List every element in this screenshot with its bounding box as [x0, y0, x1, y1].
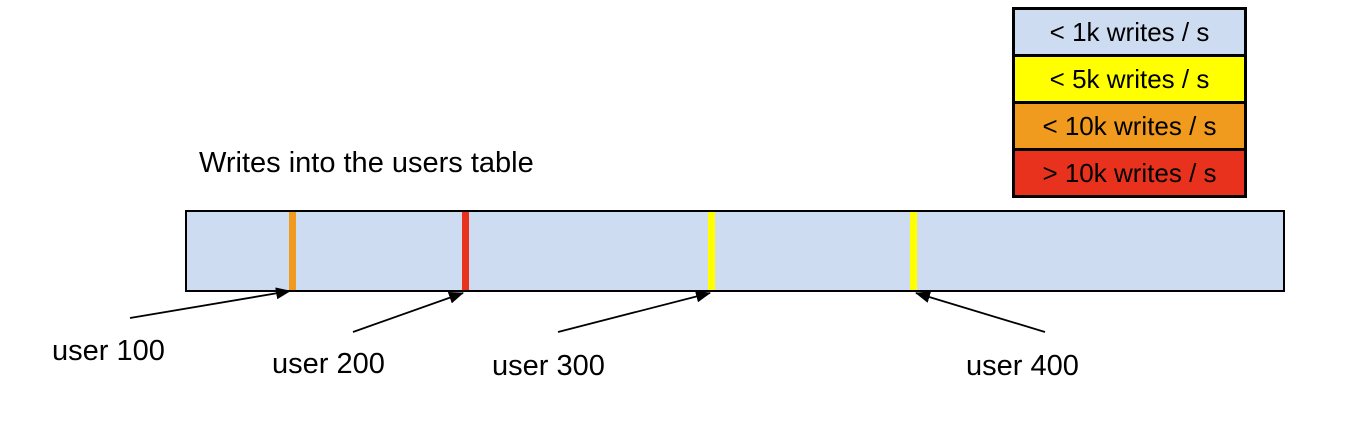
legend: < 1k writes / s < 5k writes / s < 10k writ… [1012, 7, 1247, 198]
write-rate-stripe [707, 212, 715, 290]
diagram-title: Writes into the users table [199, 147, 534, 179]
legend-item: < 1k writes / s [1015, 10, 1244, 54]
legend-item-label: < 1k writes / s [1049, 17, 1210, 47]
write-rate-stripe [909, 212, 917, 290]
legend-item-label: < 5k writes / s [1049, 64, 1210, 94]
pointer-arrow [352, 292, 464, 333]
legend-item: < 10k writes / s [1015, 101, 1244, 148]
pointer-arrow [129, 287, 291, 319]
write-rate-stripe [461, 212, 469, 290]
pointer-arrow [915, 291, 1046, 333]
legend-item-label: > 10k writes / s [1042, 158, 1217, 188]
user-label: user 100 [52, 335, 165, 367]
user-label: user 300 [492, 350, 605, 382]
user-label: user 200 [272, 348, 385, 380]
legend-item: < 5k writes / s [1015, 54, 1244, 101]
legend-item-label: < 10k writes / s [1042, 111, 1217, 141]
legend-item: > 10k writes / s [1015, 148, 1244, 195]
pointer-arrow [557, 290, 711, 333]
users-table-bar [185, 210, 1285, 292]
write-rate-stripe [288, 212, 296, 290]
user-label: user 400 [966, 350, 1079, 382]
